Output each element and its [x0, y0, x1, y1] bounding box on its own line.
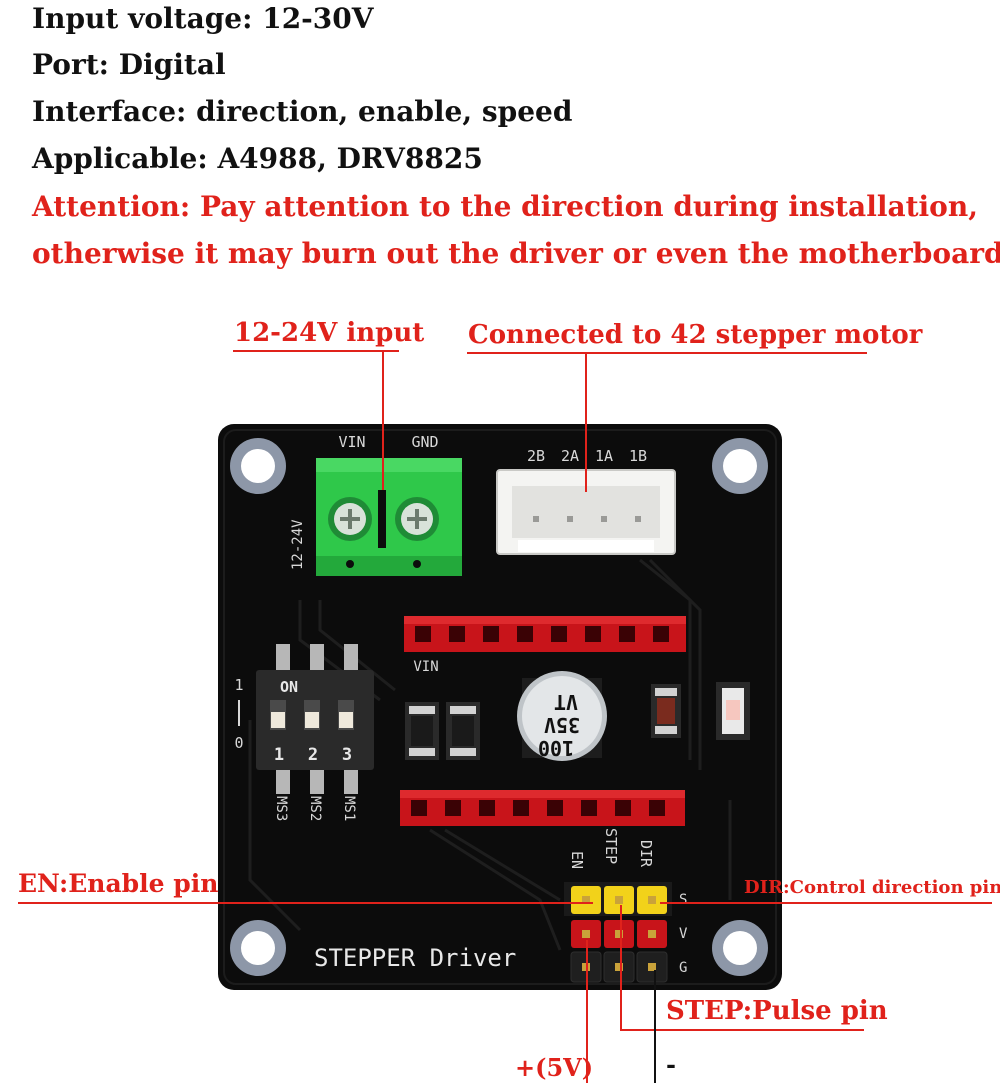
capacitor-series: VT [554, 690, 578, 714]
screw-terminal [316, 458, 462, 576]
pin-label-step: STEP [602, 828, 620, 864]
mounting-hole-top-right [712, 438, 768, 494]
electrolytic-capacitor [517, 671, 607, 761]
callout-line-enable [18, 902, 593, 904]
ms-label: MS2 [307, 796, 323, 821]
top-header [404, 616, 686, 652]
spec-interface: Interface: direction, enable, speed [32, 95, 573, 128]
ms-label: MS3 [273, 796, 289, 821]
mounting-hole-bottom-left [230, 920, 286, 976]
callout-line-minus [654, 970, 656, 1083]
callout-line-direction [660, 902, 992, 904]
callout-line-motor [467, 352, 867, 354]
led [716, 682, 750, 740]
callout-enable: EN:Enable pin [18, 869, 219, 898]
row-label-g: G [679, 960, 687, 976]
dip-position-0: 0 [234, 734, 243, 752]
row-label-v: V [679, 926, 688, 942]
motor-pin-label: 1B [629, 447, 647, 465]
dip-number: 2 [308, 745, 318, 765]
label-gnd: GND [411, 433, 438, 451]
smd-resistor [651, 684, 681, 738]
dip-position-1: 1 [234, 676, 243, 694]
callout-line-power-drop [382, 350, 384, 490]
ms-label: MS1 [341, 796, 357, 821]
callout-power-input: 12-24V input [234, 318, 425, 348]
smd-capacitor [405, 702, 439, 760]
attention-line-2: otherwise it may burn out the driver or … [32, 237, 1000, 270]
mounting-hole-top-left [230, 438, 286, 494]
smd-capacitor [446, 702, 480, 760]
row-label-s: S [679, 892, 687, 908]
callout-motor: Connected to 42 stepper motor [468, 320, 923, 350]
spec-applicable: Applicable: A4988, DRV8825 [32, 142, 483, 175]
motor-pin-label: 1A [595, 447, 613, 465]
callout-plus: +(5V) [515, 1053, 594, 1082]
callout-line-motor-drop [585, 352, 587, 492]
label-vin-header: VIN [413, 659, 438, 675]
callout-direction: DIR:Control direction pin [744, 877, 1000, 898]
capacitor-value: 100 [538, 736, 574, 760]
motor-pin-label: 2A [561, 447, 579, 465]
callout-line-power [233, 350, 399, 352]
dip-number: 1 [274, 745, 284, 765]
callout-line-plus [586, 940, 588, 1083]
mounting-hole-bottom-right [712, 920, 768, 976]
capacitor-voltage: 35V [544, 713, 580, 737]
attention-line-1: Attention: Pay attention to the directio… [32, 190, 978, 223]
dip-number: 3 [342, 745, 352, 765]
dip-switch [256, 644, 374, 794]
pin-header [564, 882, 672, 983]
motor-pin-label: 2B [527, 447, 545, 465]
board-title: STEPPER Driver [314, 944, 516, 972]
spec-port: Port: Digital [32, 48, 226, 81]
bottom-header [400, 790, 685, 826]
dip-on-label: ON [280, 678, 298, 696]
motor-connector: 2B 2A 1A 1B [496, 447, 676, 555]
label-voltage-side: 12-24V [290, 519, 306, 570]
pin-label-dir: DIR [637, 840, 655, 868]
pin-label-en: EN [568, 851, 586, 869]
label-vin: VIN [338, 433, 365, 451]
spec-input-voltage: Input voltage: 12-30V [32, 2, 374, 35]
callout-line-step [620, 1029, 864, 1031]
callout-line-step-drop [620, 905, 622, 1030]
callout-minus: - [666, 1050, 676, 1079]
callout-step: STEP:Pulse pin [666, 996, 888, 1026]
